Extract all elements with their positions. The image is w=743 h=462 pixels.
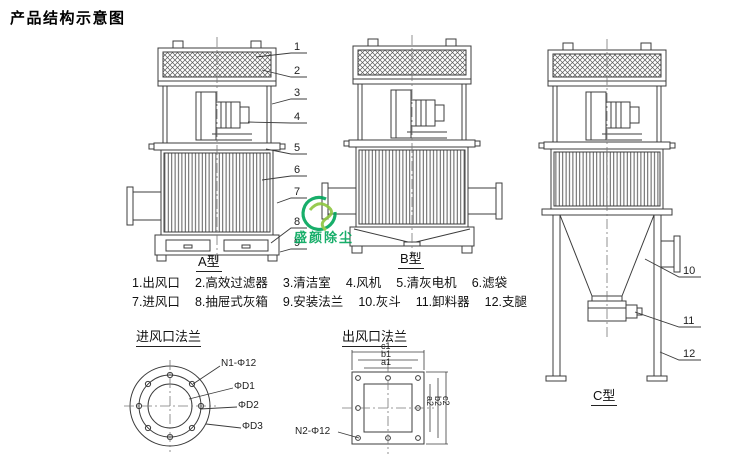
callout-3: 3 xyxy=(294,87,301,99)
legend-item: 7.进风口 xyxy=(132,295,180,309)
callout-4: 4 xyxy=(294,111,301,123)
inlet-d2-label: ΦD2 xyxy=(238,400,259,411)
page-title: 产品结构示意图 xyxy=(10,10,126,27)
legend-item: 2.高效过滤器 xyxy=(194,276,268,290)
legend-item: 4.风机 xyxy=(345,276,382,290)
machine-a-label: A型 xyxy=(196,251,222,272)
inlet-bolt-label: N1-Φ12 xyxy=(221,358,257,369)
legend-item: 3.清洁室 xyxy=(282,276,331,290)
outlet-dim-b2: b2 xyxy=(433,396,443,407)
watermark-text: 盛颜除尘 xyxy=(294,230,355,245)
legend-item: 9.安装法兰 xyxy=(282,295,344,309)
machine-b-drawing xyxy=(321,35,503,258)
callout-10: 10 xyxy=(683,265,696,277)
callout-5: 5 xyxy=(294,142,301,154)
legend-row-2: 7.进风口 8.抽屉式灰箱 9.安装法兰 10.灰斗 11.卸料器 12.支腿 xyxy=(132,291,527,310)
legend-item: 1.出风口 xyxy=(132,276,180,290)
legend-row-1: 1.出风口 2.高效过滤器 3.清洁室 4.风机 5.清灰电机 6.滤袋 xyxy=(132,272,507,291)
callout-1: 1 xyxy=(294,41,301,53)
machine-c-drawing xyxy=(538,39,681,382)
outlet-flange-title: 出风口法兰 xyxy=(342,326,408,347)
legend-item: 8.抽屉式灰箱 xyxy=(194,295,268,309)
callout-leaders xyxy=(247,52,701,361)
legend-item: 6.滤袋 xyxy=(471,276,508,290)
machine-a-drawing xyxy=(126,37,286,266)
outlet-dim-a2: a2 xyxy=(425,396,435,407)
inlet-flange-drawing xyxy=(124,360,242,452)
callout-7: 7 xyxy=(294,186,301,198)
callout-8: 8 xyxy=(294,216,301,228)
callout-11: 11 xyxy=(683,315,695,327)
legend-item: 10.灰斗 xyxy=(358,295,401,309)
outlet-dim-c2: c2 xyxy=(441,396,451,406)
machine-c-label: C型 xyxy=(591,385,618,406)
callout-12: 12 xyxy=(683,348,696,360)
outlet-dim-b1: b1 xyxy=(381,349,392,359)
outlet-dim-a1: a1 xyxy=(381,357,392,367)
inlet-flange-title: 进风口法兰 xyxy=(136,326,202,347)
legend-item: 11.卸料器 xyxy=(415,295,470,309)
callout-6: 6 xyxy=(294,164,301,176)
inlet-d1-label: ΦD1 xyxy=(234,381,255,392)
outlet-dim-c1: c1 xyxy=(381,341,391,351)
outlet-bolt-label: N2-Φ12 xyxy=(295,426,331,437)
callout-2: 2 xyxy=(294,65,301,77)
legend-item: 5.清灰电机 xyxy=(396,276,457,290)
outlet-flange-drawing xyxy=(337,350,448,454)
machine-b-label: B型 xyxy=(398,248,424,269)
inlet-d3-label: ΦD3 xyxy=(242,421,263,432)
legend-item: 12.支腿 xyxy=(484,295,528,309)
callout-9: 9 xyxy=(294,237,301,249)
watermark-logo xyxy=(301,195,337,232)
